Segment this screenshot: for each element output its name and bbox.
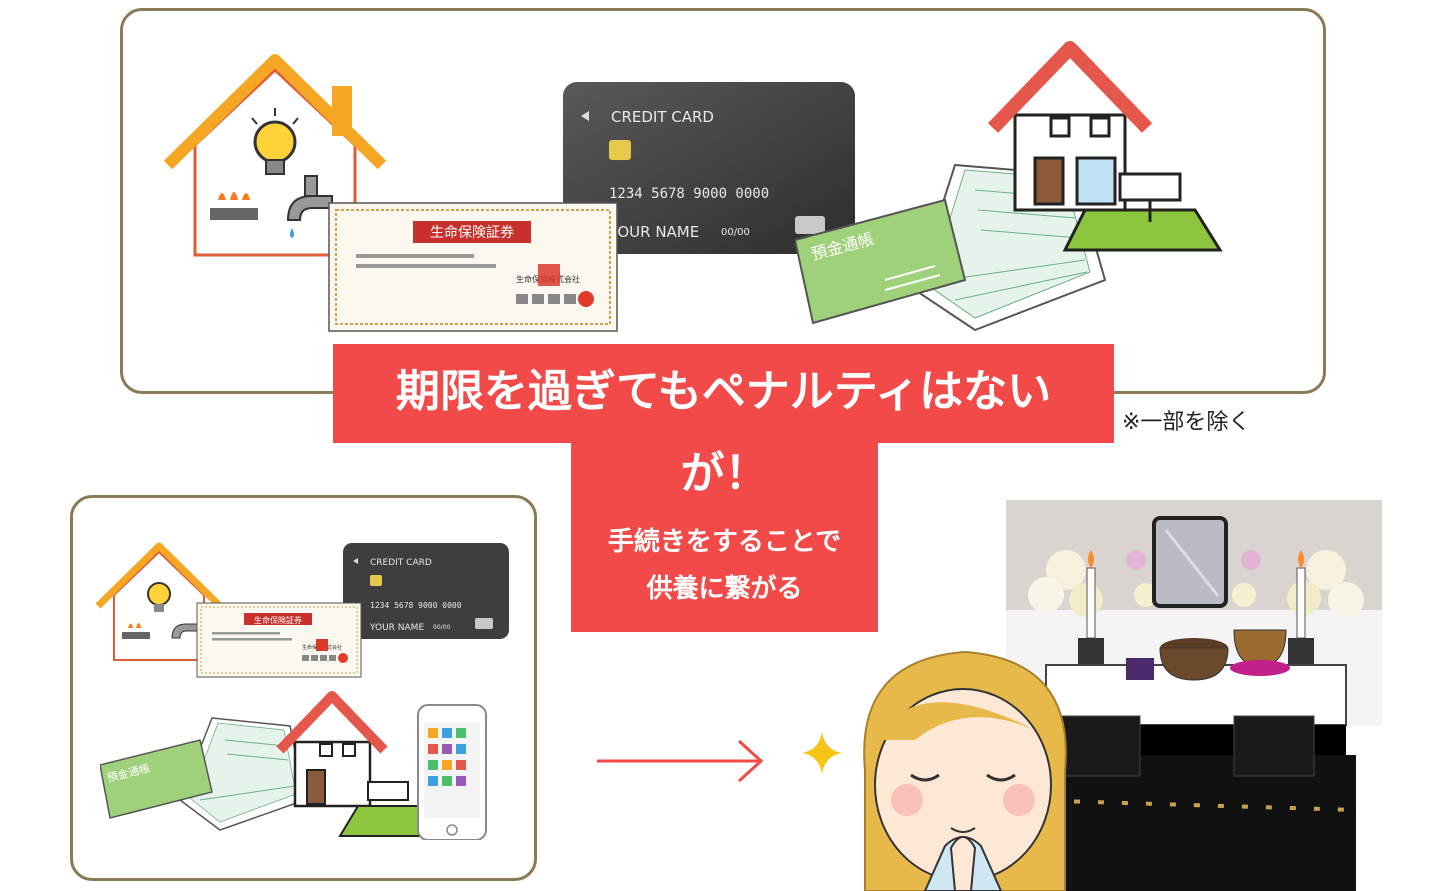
credit-card-illustration: CREDIT CARD 1234 5678 9000 0000 YOUR NAM…	[563, 82, 855, 254]
smartphone-icon	[417, 704, 487, 840]
bankbook-icon: 預金通帳	[795, 198, 967, 325]
sparkle-icon	[802, 732, 842, 774]
house-icon	[987, 41, 1223, 252]
light-bulb-icon	[251, 108, 299, 175]
headline-sub-2: 供養に繋がる	[646, 574, 803, 604]
insurance-certificate-illustration: 生命保険証券 生命保険株式会社	[328, 202, 618, 332]
incense-burner-icon	[1159, 638, 1229, 681]
credit-card-small-title: CREDIT CARD	[370, 558, 432, 568]
credit-card-small-expiry: 00/00	[433, 624, 450, 631]
credit-card-name: YOUR NAME	[608, 223, 699, 241]
bankbook-house-phone-small-illustration: 預金通帳	[100, 691, 487, 840]
praying-woman-illustration	[863, 650, 1067, 891]
gas-stove-icon	[210, 192, 258, 220]
exception-note: ※一部を除く	[1122, 410, 1251, 435]
credit-card-small-name: YOUR NAME	[369, 623, 424, 633]
utilities-house-illustration	[163, 54, 387, 257]
headline-banner-top	[333, 344, 1114, 443]
headline-banner-bottom	[571, 443, 878, 632]
credit-card-number: 1234 5678 9000 0000	[609, 186, 769, 202]
credit-card-expiry: 00/00	[721, 227, 750, 238]
utilities-house-small-illustration	[95, 542, 223, 661]
house-small-icon	[276, 691, 432, 837]
headline-line-1: 期限を過ぎてもペナルティはない	[395, 366, 1052, 417]
buddhist-altar-illustration	[1006, 500, 1382, 891]
bankbook-and-house-illustration: 預金通帳	[795, 41, 1223, 332]
credit-card-small-illustration: CREDIT CARD 1234 5678 9000 0000 YOUR NAM…	[343, 543, 509, 639]
credit-card-title: CREDIT CARD	[611, 108, 714, 126]
insurance-title: 生命保険証券	[430, 224, 514, 241]
insurance-certificate-small-illustration: 生命保険証券 生命保険株式会社	[196, 602, 362, 678]
chip-icon	[609, 140, 631, 160]
memorial-portrait-icon	[1152, 516, 1228, 608]
headline-sub-1: 手続きをすることで	[607, 527, 842, 557]
headline-line-2: が！	[680, 448, 769, 499]
singing-bowl-icon	[1230, 629, 1290, 676]
insurance-small-title: 生命保険証券	[254, 615, 302, 625]
right-arrow-icon	[597, 739, 764, 783]
credit-card-small-number: 1234 5678 9000 0000	[370, 601, 462, 610]
